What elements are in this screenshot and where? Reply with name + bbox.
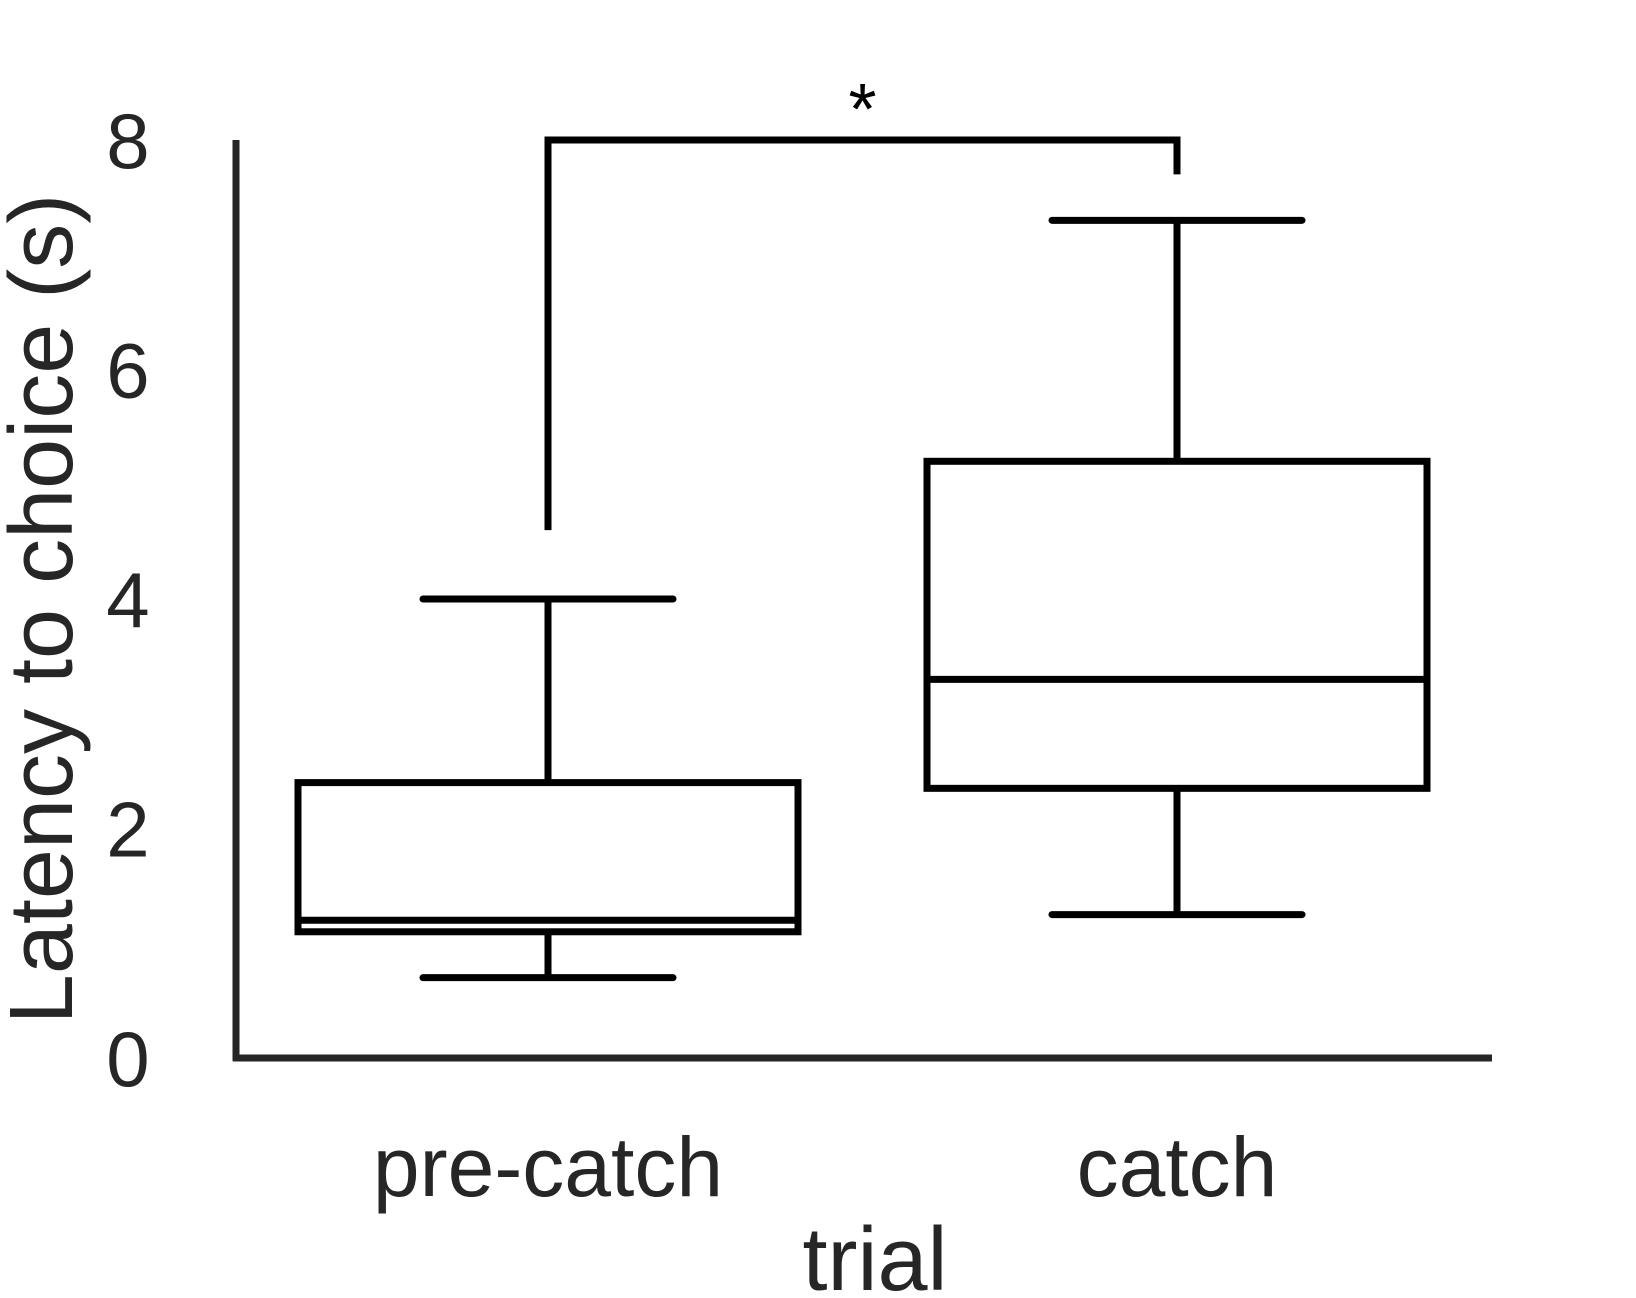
- significance-line: [544, 136, 1181, 531]
- y-axis-label: Latency to choice (s): [0, 194, 92, 1024]
- y-tick-label: 6: [106, 327, 149, 415]
- significance-label: *: [848, 70, 876, 150]
- y-tick-label: 4: [106, 556, 149, 644]
- x-axis: pre-catch catch: [233, 1054, 1492, 1214]
- box-pre-catch: [294, 595, 802, 982]
- x-axis-label: trial: [802, 1210, 947, 1298]
- y-tick-label: 8: [106, 97, 149, 185]
- box-catch: [923, 216, 1431, 919]
- significance-bracket: *: [544, 70, 1181, 531]
- x-tick-label: pre-catch: [373, 1120, 723, 1214]
- y-tick-label: 0: [106, 1015, 149, 1103]
- y-tick-label: 2: [106, 786, 149, 874]
- y-axis: 0 2 4 6 8: [106, 97, 240, 1103]
- box-rect: [923, 457, 1431, 792]
- box-rect: [294, 779, 802, 936]
- x-tick-label: catch: [1077, 1120, 1278, 1214]
- boxes: [294, 216, 1431, 982]
